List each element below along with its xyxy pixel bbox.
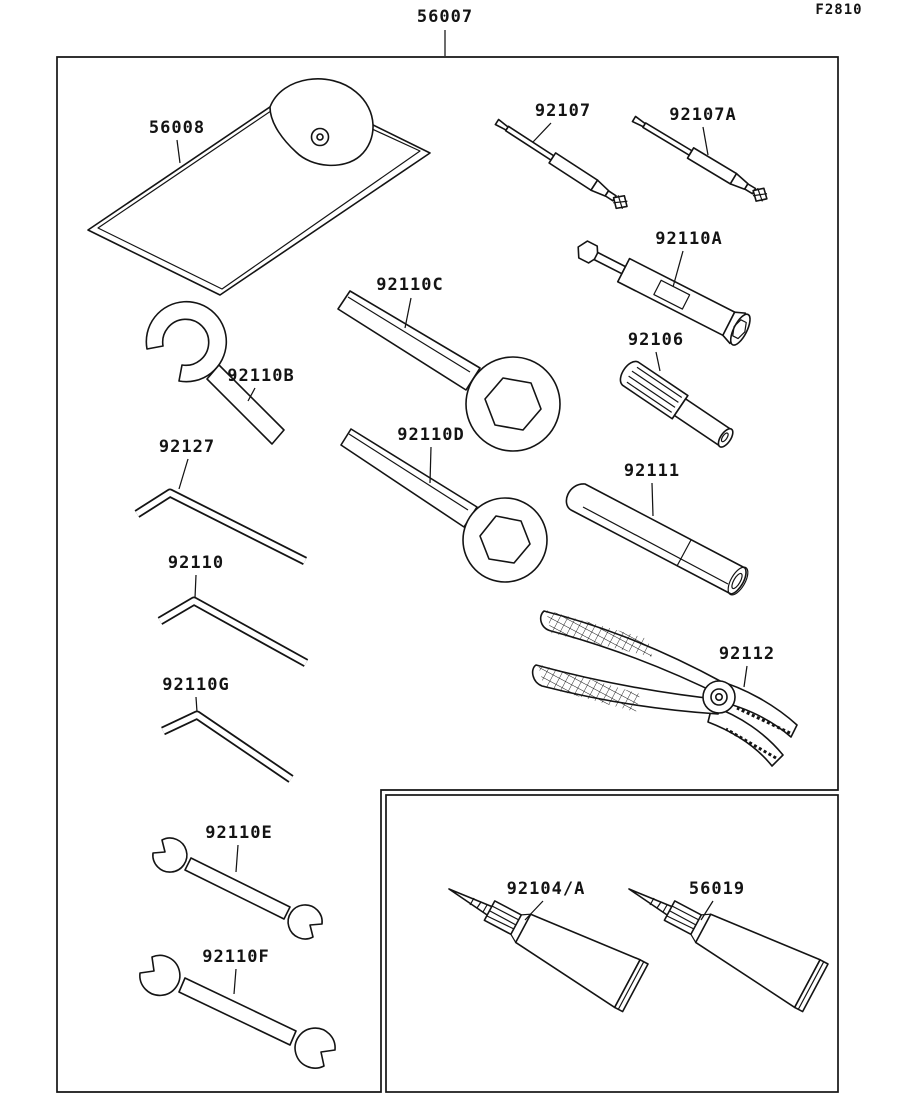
part-92111: 92111 (565, 461, 749, 596)
leader-line (532, 122, 552, 143)
part-label: 92110A (655, 229, 722, 249)
part-label: 92110D (397, 425, 464, 445)
hex-key-icon (134, 488, 308, 566)
part-label: 92110 (168, 553, 224, 573)
tube-spanner-icon (565, 483, 749, 596)
leader-line (194, 574, 197, 599)
part-92110D: 92110D (340, 425, 548, 583)
leader-line (404, 297, 412, 329)
part-label: 92107A (669, 105, 736, 125)
part-92107: 92107 (492, 101, 632, 214)
part-92110A: 92110A (577, 229, 751, 346)
part-92104A: 92104/A (448, 879, 649, 1013)
part-label: 92111 (624, 461, 680, 481)
part-92106: 92106 (619, 330, 734, 448)
part-56008: 56008 (87, 78, 431, 296)
kit-callout: 56007 (417, 7, 473, 56)
leader-line (702, 126, 709, 156)
part-label: 92127 (159, 437, 215, 457)
leader-line (655, 351, 661, 372)
leader-line (524, 900, 544, 921)
part-label: 92110B (227, 366, 294, 386)
leader-line (651, 482, 654, 517)
main-frame (56, 56, 839, 1093)
part-92112: 92112 (531, 610, 798, 767)
hex-key-icon (161, 710, 294, 783)
part-92107A: 92107A (629, 105, 772, 207)
part-label: 92110G (162, 675, 229, 695)
part-92110: 92110 (157, 553, 309, 667)
part-label: 92110F (202, 947, 269, 967)
leader-line (672, 250, 684, 288)
part-label: 92106 (628, 330, 684, 350)
sub-frame (385, 794, 839, 1093)
screwdriver-icon (629, 111, 772, 207)
figure-code: F2810 (815, 2, 862, 18)
part-92110F: 92110F (139, 947, 336, 1069)
sealant-tube-icon (448, 888, 649, 1013)
part-92110B: 92110B (145, 300, 294, 445)
part-56019: 56019 (628, 879, 829, 1013)
hex-key-icon (157, 596, 309, 667)
leader-line (429, 446, 432, 484)
leader-line (743, 665, 748, 688)
part-label: 92110E (205, 823, 272, 843)
kit-label: 56007 (417, 7, 473, 27)
leader-line (195, 696, 198, 713)
tool-pouch-icon (87, 78, 431, 296)
part-label: 56019 (689, 879, 745, 899)
part-label: 92110C (376, 275, 443, 295)
leader-line (247, 387, 256, 402)
screwdriver-icon (492, 114, 632, 214)
pliers-icon (531, 610, 798, 767)
box-end-wrench-icon (337, 290, 561, 452)
socket-tool-icon (619, 360, 734, 448)
part-92110E: 92110E (152, 823, 323, 940)
open-end-wrench-icon (139, 954, 336, 1069)
leader-line (176, 139, 181, 164)
box-end-wrench-icon (340, 428, 548, 583)
spark-plug-wrench-icon (577, 240, 751, 346)
part-label: 92107 (535, 101, 591, 121)
leader-line (178, 458, 189, 490)
hook-spanner-icon (145, 300, 285, 445)
part-label: 56008 (149, 118, 205, 138)
leader-line (700, 900, 714, 921)
part-92110G: 92110G (161, 675, 294, 783)
open-end-wrench-icon (152, 837, 323, 940)
part-label: 92104/A (507, 879, 586, 899)
sealant-tube-icon (628, 888, 829, 1013)
leader-line (235, 844, 239, 873)
part-label: 92112 (719, 644, 775, 664)
part-92110C: 92110C (337, 275, 561, 452)
leader-line (233, 968, 237, 995)
part-92127: 92127 (134, 437, 308, 566)
